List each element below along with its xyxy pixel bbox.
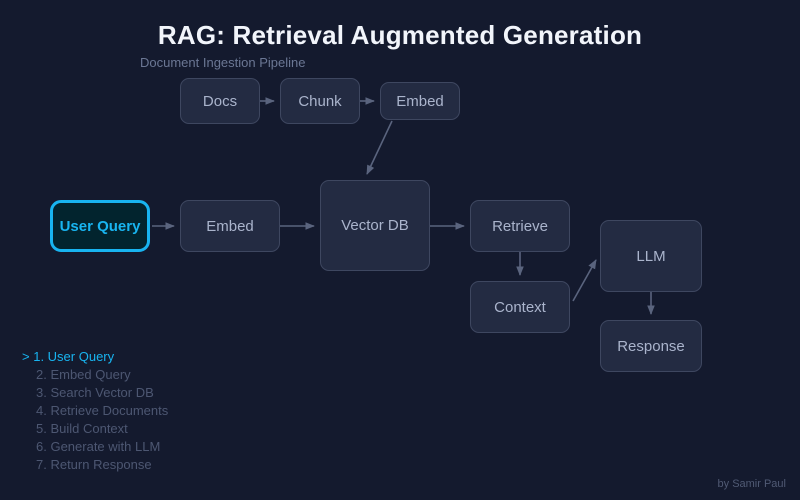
node-label: Context [494,298,546,316]
node-label: Docs [202,92,238,110]
node-label: Response [617,337,685,355]
step-label: 2. Embed Query [36,367,131,382]
node-label: Embed [206,217,254,235]
step-label: 4. Retrieve Documents [36,403,169,418]
step-item-1[interactable]: > 1. User Query [22,348,168,366]
step-label: 7. Return Response [36,457,152,472]
step-item-2[interactable]: 2. Embed Query [22,366,168,384]
step-label: 1. User Query [33,349,115,364]
node-embed_doc[interactable]: Embed [380,82,460,120]
step-label: 5. Build Context [36,421,128,436]
node-label: LLM [636,247,666,265]
step-item-3[interactable]: 3. Search Vector DB [22,384,168,402]
node-label: Vector DB [341,217,409,234]
node-label: User Query [59,217,141,235]
page-title: RAG: Retrieval Augmented Generation [157,20,643,50]
node-embed_q[interactable]: Embed [180,200,280,252]
node-label: Retrieve [492,217,548,235]
step-item-4[interactable]: 4. Retrieve Documents [22,402,168,420]
step-label: 6. Generate with LLM [36,439,161,454]
node-retrieve[interactable]: Retrieve [470,200,570,252]
node-label: Chunk [298,92,342,110]
node-context[interactable]: Context [470,281,570,333]
ingestion-pipeline-label: Document Ingestion Pipeline [140,55,306,70]
step-label: 3. Search Vector DB [36,385,154,400]
node-user_query[interactable]: User Query [50,200,150,252]
node-chunk[interactable]: Chunk [280,78,360,124]
node-response[interactable]: Response [600,320,702,372]
node-vector_db[interactable]: Vector DB [320,180,430,271]
edge-context-to-llm [572,259,597,302]
node-label: Embed [396,92,444,110]
node-docs[interactable]: Docs [180,78,260,124]
edge-embed_doc-to-vector_db [366,120,393,175]
step-item-7[interactable]: 7. Return Response [22,456,168,474]
node-llm[interactable]: LLM [600,220,702,292]
step-cursor: > [22,349,34,364]
step-item-5[interactable]: 5. Build Context [22,420,168,438]
author-credit: by Samir Paul [717,478,786,490]
step-item-6[interactable]: 6. Generate with LLM [22,438,168,456]
